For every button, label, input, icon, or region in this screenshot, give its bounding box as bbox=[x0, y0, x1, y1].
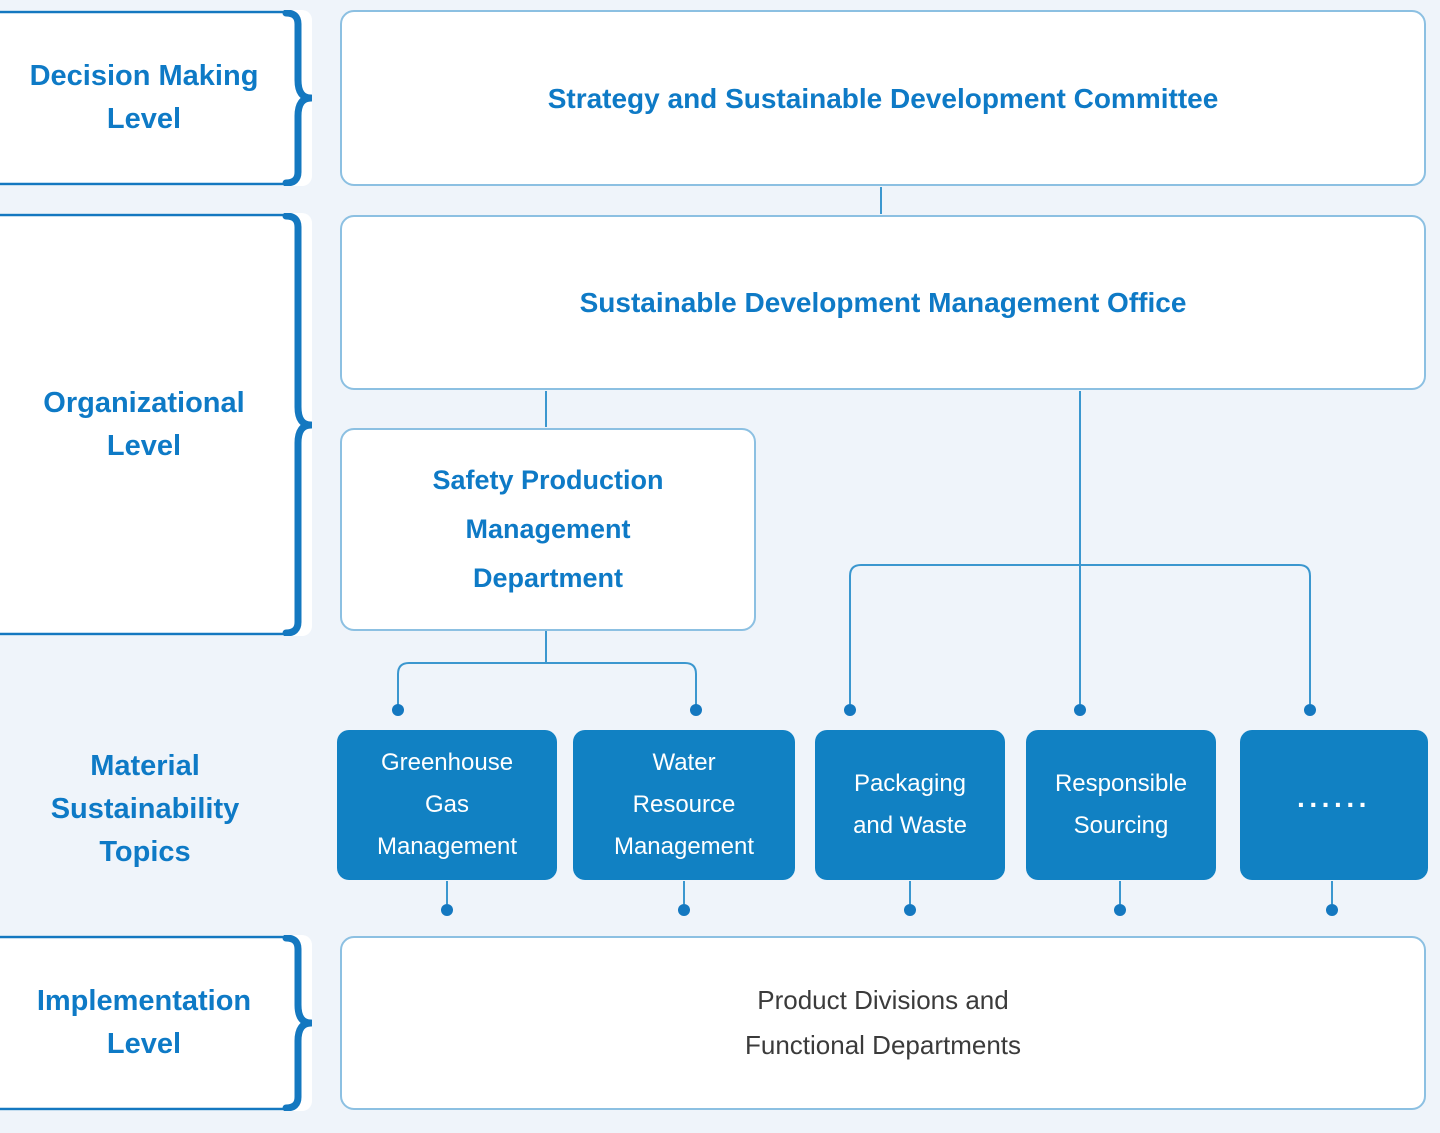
level-box-organizational: Organizational Level bbox=[0, 213, 312, 636]
brace-implementation bbox=[0, 935, 312, 1111]
level-label-organizational: Organizational Level bbox=[43, 386, 245, 462]
node-sustainable-development-office-label: Sustainable Development Management Offic… bbox=[579, 287, 1187, 318]
node-sustainable-development-office: Sustainable Development Management Offic… bbox=[340, 215, 1426, 390]
topic-greenhouse-gas-management: Greenhouse Gas Management bbox=[337, 730, 557, 880]
brace-organizational bbox=[0, 213, 312, 636]
topic-packaging-and-waste: Packaging and Waste bbox=[815, 730, 1005, 880]
node-product-divisions: Product Divisions and Functional Departm… bbox=[340, 936, 1426, 1110]
node-safety-production-department: Safety Production Management Department bbox=[340, 428, 756, 631]
level-box-decision: Decision Making Level bbox=[0, 10, 312, 186]
node-safety-production-department-label: Safety Production Management Department bbox=[432, 465, 664, 593]
node-strategy-committee: Strategy and Sustainable Development Com… bbox=[340, 10, 1426, 186]
level-label-implementation: Implementation Level bbox=[36, 985, 252, 1060]
node-product-divisions-label: Product Divisions and Functional Departm… bbox=[744, 985, 1022, 1060]
level-box-decision-fill bbox=[0, 10, 312, 186]
level-box-implementation-fill bbox=[0, 935, 312, 1111]
topic-responsible-sourcing: Responsible Sourcing bbox=[1026, 730, 1216, 880]
topic-ellipsis: ······ bbox=[1240, 730, 1428, 880]
level-box-implementation: Implementation Level bbox=[0, 935, 312, 1111]
node-strategy-committee-label: Strategy and Sustainable Development Com… bbox=[547, 82, 1219, 114]
brace-decision bbox=[0, 10, 312, 186]
level-label-decision: Decision Making Level bbox=[29, 60, 259, 135]
topic-water-resource-management: Water Resource Management bbox=[573, 730, 795, 880]
level-box-organizational-fill bbox=[0, 213, 312, 636]
level-label-material-topics: Material Sustainability Topics bbox=[50, 750, 240, 868]
